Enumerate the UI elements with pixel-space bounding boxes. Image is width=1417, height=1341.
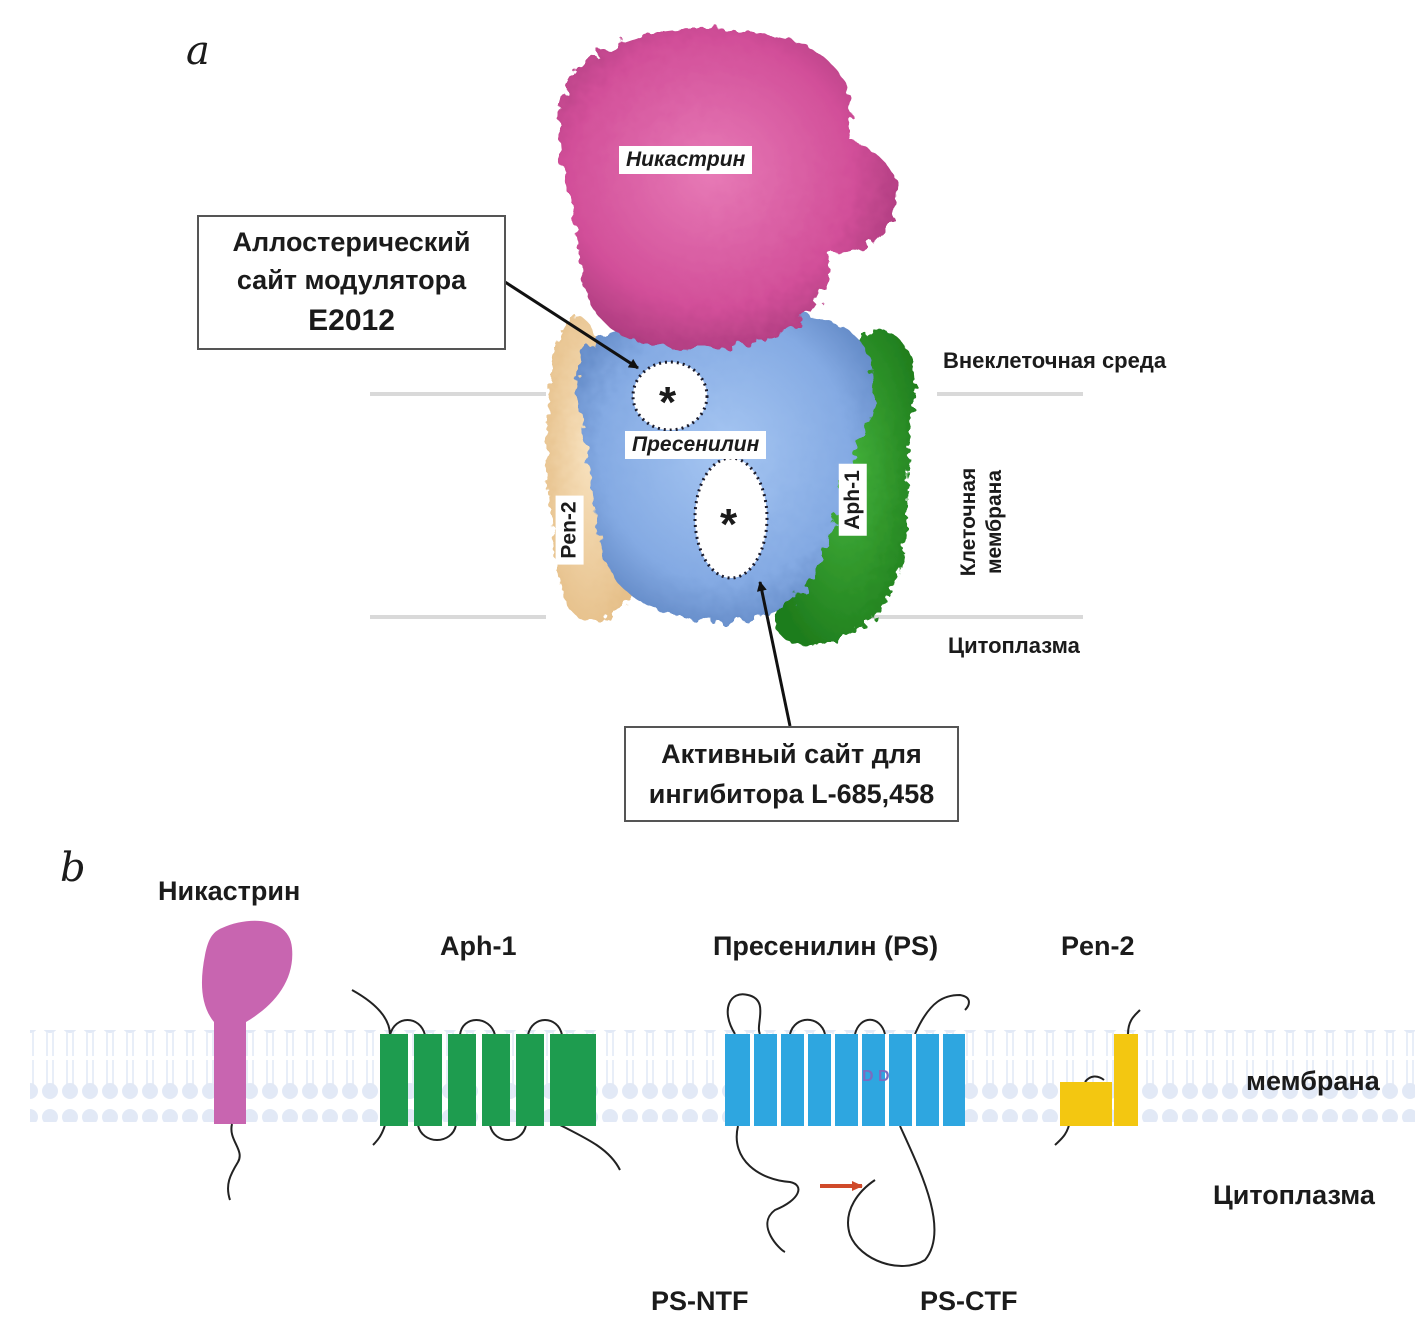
nicastrin-schematic <box>201 920 293 1124</box>
cell-membrane-line1: Клеточная <box>957 467 980 577</box>
aph1-helix-1 <box>380 1034 408 1126</box>
allosteric-line2: сайт модулятора <box>236 265 467 295</box>
aph1-helix-5 <box>516 1034 544 1126</box>
nicastrin-tail <box>227 1123 241 1201</box>
active-line2: ингибитора L-685,458 <box>648 779 935 809</box>
aph1-helix-2 <box>414 1034 442 1126</box>
nicastrin-schematic-label: Никастрин <box>158 876 301 906</box>
aph1-schematic-label: Aph-1 <box>440 931 517 961</box>
aph1-helix-4 <box>482 1034 510 1126</box>
cytoplasm-label-b: Цитоплазма <box>1213 1180 1375 1210</box>
active-site-arrow <box>756 581 792 727</box>
allosteric-site-callout: Аллостерический сайт модулятора E2012 <box>197 215 506 350</box>
nicastrin-label: Никастрин <box>619 146 753 174</box>
cell-membrane-line2: мембрана <box>983 469 1006 575</box>
pen2-helix-tall <box>1114 1034 1138 1126</box>
aspartate-dd-label: D D <box>862 1068 890 1085</box>
allosteric-modulator-name: E2012 <box>308 304 395 337</box>
aph1-helix-3 <box>448 1034 476 1126</box>
extracellular-label: Внеклеточная среда <box>943 348 1167 373</box>
panel-a-letter: a <box>186 28 210 74</box>
presenilin-schematic-label: Пресенилин (PS) <box>713 931 939 961</box>
active-line1: Активный сайт для <box>661 739 922 769</box>
active-site-marker: * <box>720 500 738 549</box>
lipid-bilayer <box>30 1030 1415 1122</box>
membrane-label-b: мембрана <box>1246 1066 1380 1096</box>
aph1-label: Aph-1 <box>838 464 867 536</box>
allosteric-site-marker: * <box>659 378 677 427</box>
pen2-label: Pen-2 <box>555 495 584 565</box>
presenilin-helices <box>725 1034 965 1126</box>
cytoplasm-label-a: Цитоплазма <box>948 633 1080 658</box>
presenilin-helix-dividers <box>750 1034 943 1126</box>
presenilin-label: Пресенилин <box>625 431 767 459</box>
ps-ctf-label: PS-CTF <box>920 1286 1018 1316</box>
presenilin-loops <box>726 993 970 1267</box>
nicastrin-surface <box>558 28 898 348</box>
active-site-callout: Активный сайт для ингибитора L-685,458 <box>624 726 959 822</box>
pen2-schematic-label: Pen-2 <box>1061 931 1135 961</box>
aph1-helix-7 <box>566 1034 596 1126</box>
ps-ntf-label: PS-NTF <box>651 1286 749 1316</box>
pen2-helix-short <box>1060 1082 1112 1126</box>
allosteric-site-outline <box>631 360 709 432</box>
aph1-loops <box>351 989 621 1171</box>
allosteric-line1: Аллостерический <box>232 227 471 257</box>
panel-b-letter: b <box>60 845 86 891</box>
allosteric-arrow <box>504 280 639 370</box>
cell-membrane-label: Клеточная мембрана <box>956 452 1008 592</box>
